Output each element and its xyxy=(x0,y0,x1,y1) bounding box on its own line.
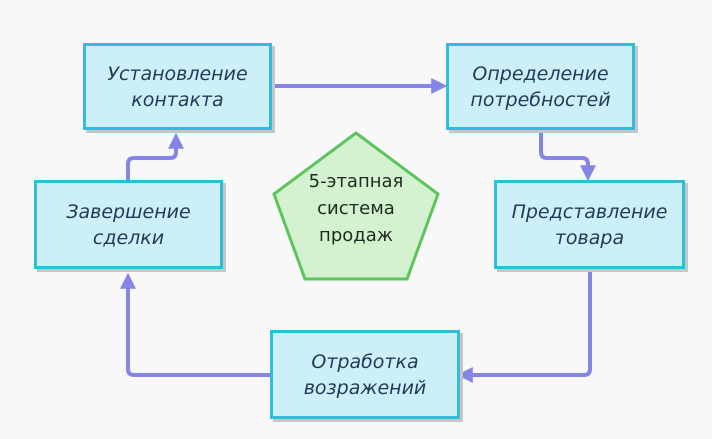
stage-label-presentation: Представление товара xyxy=(511,200,668,249)
stage-label-needs: Определение потребностей xyxy=(470,62,611,111)
center-label: 5-этапная система продаж xyxy=(308,171,404,246)
stage-box-objections: Отработка возражений xyxy=(270,330,460,419)
arrow-objections-to-closing xyxy=(120,272,270,377)
stage-box-closing: Завершение сделки xyxy=(34,180,223,269)
stage-label-contact: Установление контакта xyxy=(107,62,248,111)
arrow-needs-to-presentation xyxy=(539,131,596,182)
stage-box-contact: Установление контакта xyxy=(83,43,272,130)
stage-box-needs: Определение потребностей xyxy=(446,43,635,130)
center-pentagon xyxy=(272,131,440,281)
stage-label-objections: Отработка возражений xyxy=(303,350,427,399)
arrow-presentation-to-objections xyxy=(456,269,592,383)
arrow-closing-to-contact xyxy=(126,132,184,180)
stage-box-presentation: Представление товара xyxy=(494,180,685,269)
stage-label-closing: Завершение сделки xyxy=(66,200,191,249)
